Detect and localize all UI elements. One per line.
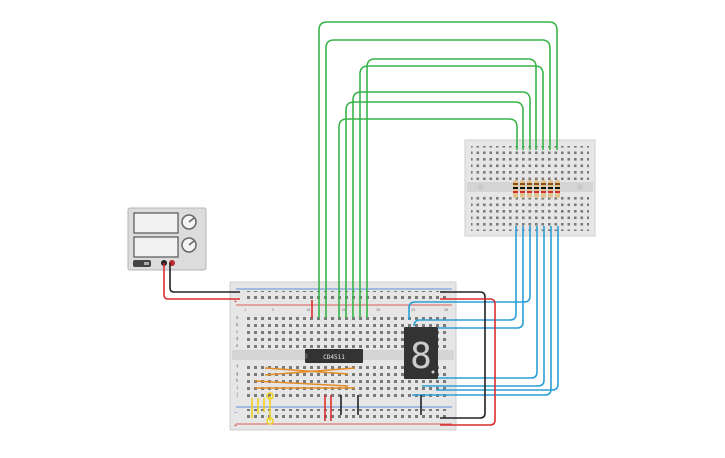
resistor[interactable] [513,180,518,198]
blue-wire[interactable] [422,226,545,387]
row-label-f: f [236,364,239,369]
svg-text:+: + [234,299,237,305]
seven-segment-digit: 8 [410,336,432,377]
green-wire[interactable] [318,21,558,318]
blue-wire[interactable] [412,226,552,396]
resistor[interactable] [520,180,525,198]
seven-segment-display[interactable]: 8 [404,327,438,379]
blue-wire[interactable] [428,226,538,379]
push-button-bottom[interactable] [266,417,274,425]
push-button-top[interactable] [266,392,274,400]
orange-wire[interactable] [264,367,356,376]
resistor[interactable] [555,180,560,198]
row-label-b: b [236,322,239,327]
row-label-i: i [236,385,239,390]
resistor[interactable] [541,180,546,198]
col-label: 15 [341,308,345,312]
orange-wire[interactable] [254,380,349,387]
row-label-e: e [236,343,239,348]
orange-wire[interactable] [264,367,349,375]
green-wire[interactable] [366,58,537,318]
row-label-h: h [236,378,239,383]
row-label-d: d [236,336,239,341]
col-label: 20 [376,308,380,312]
row-label-j: j [236,392,238,397]
col-label: 30 [444,308,448,312]
svg-text:+: + [234,423,237,429]
green-wire[interactable] [345,101,524,318]
red-power-wire[interactable] [163,263,240,300]
green-wire[interactable] [338,118,518,318]
voltage-display [133,212,179,234]
green-wire[interactable] [359,65,544,318]
col-label: 5 [272,308,274,312]
col-label: 10 [306,308,310,312]
power-switch[interactable] [133,260,151,267]
row-label-c: c [236,329,239,334]
black-rail-wire[interactable] [440,291,486,419]
row-label-g: g [236,371,239,376]
svg-text:−: − [234,290,237,296]
resistor[interactable] [534,180,539,198]
red-rail-wire[interactable] [440,298,496,426]
ic-label: CD4511 [323,354,345,361]
blue-wire[interactable] [413,226,517,327]
resistor-array[interactable] [513,180,560,198]
green-wire[interactable] [325,39,551,318]
resistor[interactable] [527,180,532,198]
col-label: 25 [411,308,415,312]
blue-wire[interactable] [428,226,524,329]
resistor[interactable] [548,180,553,198]
current-display [133,236,179,258]
row-label-a: a [236,315,239,320]
blue-wire[interactable] [436,226,559,391]
black-power-wire[interactable] [169,263,240,293]
svg-text:−: − [234,410,237,416]
green-wire[interactable] [352,91,531,318]
col-label: 1 [244,308,246,312]
power-supply[interactable] [127,207,207,271]
blue-wire[interactable] [408,226,531,320]
cd4511-ic[interactable]: CD4511 [305,349,363,363]
